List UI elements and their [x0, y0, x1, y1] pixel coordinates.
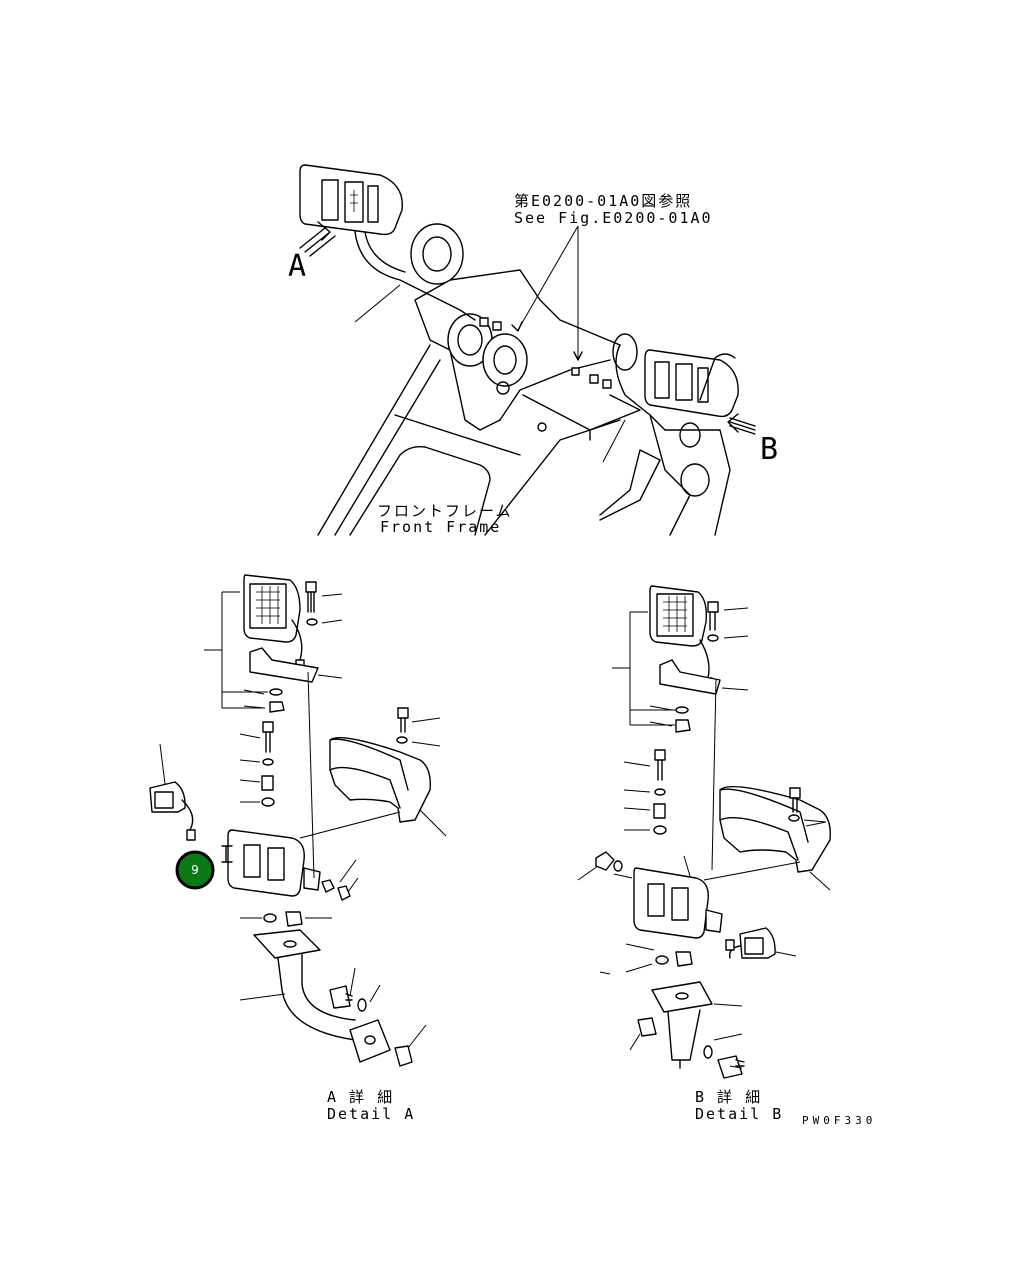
callout-badge-9[interactable]: 9: [175, 850, 215, 890]
detail-b-beacon: [725, 927, 776, 959]
front-frame-jp: フロントフレーム: [377, 502, 513, 520]
callout-number: 9: [191, 863, 199, 877]
work-lamp-right: [599, 333, 739, 536]
reference-jp: 第E0200-01A0図参照: [514, 192, 692, 210]
detail-a-jp: A 詳 細: [327, 1088, 394, 1106]
work-lamp-left: [299, 164, 476, 321]
detail-a-exploded-view: [149, 574, 447, 1067]
view-b-arrow: [727, 413, 756, 435]
detail-a-beacon: [149, 781, 196, 841]
drawing-code: PW0F330: [802, 1114, 876, 1127]
detail-b-en: Detail B: [695, 1105, 783, 1123]
view-label-b: B: [760, 432, 778, 467]
reference-en: See Fig.E0200-01A0: [514, 209, 713, 227]
detail-b-jp: B 詳 細: [695, 1088, 762, 1106]
detail-b-lamp: [649, 585, 713, 687]
front-frame-en: Front Frame: [380, 518, 501, 536]
detail-a-en: Detail A: [327, 1105, 415, 1123]
detail-b-exploded-view: [577, 585, 831, 1079]
detail-a-lamp: [243, 574, 305, 669]
view-label-a: A: [288, 249, 306, 284]
front-frame-assembly: [299, 164, 756, 536]
view-a-arrow: [299, 221, 336, 257]
